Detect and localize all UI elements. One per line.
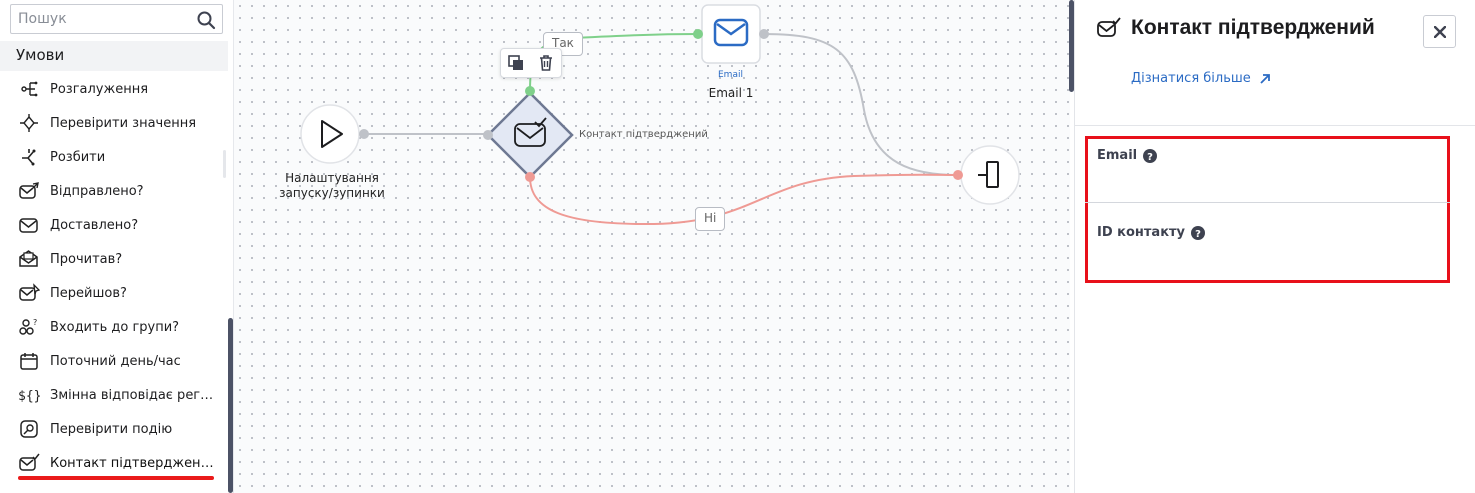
start-out-port[interactable] xyxy=(359,129,369,139)
delivered-icon xyxy=(18,214,40,236)
sidebar-item-check-event[interactable]: Перевірити подію xyxy=(0,412,228,446)
sidebar-item-label: Перевірити значення xyxy=(50,115,197,131)
sidebar-item-contact-confirmed[interactable]: Контакт підтверджений xyxy=(0,446,228,480)
close-button[interactable] xyxy=(1423,15,1456,48)
email-in-port[interactable] xyxy=(693,29,703,39)
sidebar-item-opened[interactable]: Прочитав? xyxy=(0,242,228,276)
check-value-icon xyxy=(18,112,40,134)
sidebar-item-label: Змінна відповідає регу... xyxy=(50,387,215,403)
sidebar-item-label: Розбити xyxy=(50,149,106,165)
workflow-canvas[interactable]: Налаштування запуску/зупинки Контакт під… xyxy=(234,0,1070,493)
sidebar-item-delivered[interactable]: Доставлено? xyxy=(0,208,228,242)
contact-confirmed-icon xyxy=(1097,17,1121,37)
svg-text:?: ? xyxy=(1147,152,1153,163)
sidebar-item-sent[interactable]: Відправлено? xyxy=(0,174,228,208)
learn-more-label: Дізнатися більше xyxy=(1131,71,1251,86)
split-icon xyxy=(18,146,40,168)
email-field[interactable] xyxy=(1097,172,1437,196)
start-node-label-line2: запуску/зупинки xyxy=(279,186,385,200)
condition-node[interactable] xyxy=(486,91,574,179)
email-node-label: Email 1 xyxy=(708,86,754,100)
help-icon[interactable]: ? xyxy=(1191,225,1206,240)
sidebar-item-split[interactable]: Розбити xyxy=(0,140,228,174)
contact-id-field[interactable] xyxy=(1097,250,1437,274)
sent-icon xyxy=(18,180,40,202)
contact-confirmed-icon xyxy=(514,123,546,147)
search-input[interactable] xyxy=(18,9,188,29)
sidebar-item-regex-variable[interactable]: ${} Змінна відповідає регу... xyxy=(0,378,228,412)
contact-id-field-label-text: ID контакту xyxy=(1097,225,1186,240)
event-icon xyxy=(18,418,40,440)
connection-no xyxy=(529,173,959,226)
svg-text:?: ? xyxy=(33,318,37,327)
sidebar-item-check-value[interactable]: Перевірити значення xyxy=(0,106,228,140)
conditions-list: Розгалуження Перевірити значення Розбити… xyxy=(0,72,228,480)
exit-in-port[interactable] xyxy=(953,170,963,180)
highlight-underline xyxy=(18,476,214,480)
sidebar-item-current-datetime[interactable]: Поточний день/час xyxy=(0,344,228,378)
search-box xyxy=(10,4,223,34)
clicked-icon xyxy=(18,282,40,304)
sidebar-scroll-track xyxy=(223,150,226,178)
start-node-label-line1: Налаштування xyxy=(285,171,379,185)
sidebar-item-label: Перейшов? xyxy=(50,285,127,301)
sidebar-scrollbar[interactable] xyxy=(228,318,233,493)
connection-email-exit xyxy=(763,33,959,176)
condition-node-label: Контакт підтверджений xyxy=(579,129,708,140)
external-arrow-icon xyxy=(1260,73,1270,84)
email-field-label: Email ? xyxy=(1097,148,1158,163)
learn-more-link[interactable]: Дізнатися більше xyxy=(1131,71,1271,86)
sidebar-item-clicked[interactable]: Перейшов? xyxy=(0,276,228,310)
calendar-icon xyxy=(18,350,40,372)
connections xyxy=(300,4,1020,226)
canvas-scrollbar[interactable] xyxy=(1069,0,1074,92)
svg-text:?: ? xyxy=(1195,229,1201,240)
sidebar-item-group[interactable]: ? Входить до групи? xyxy=(0,310,228,344)
email-field-label-text: Email xyxy=(1097,148,1138,163)
panel-divider xyxy=(1075,125,1475,126)
sidebar: Умови Розгалуження Перевірити значення Р… xyxy=(0,0,234,493)
sidebar-item-label: Перевірити подію xyxy=(50,421,173,437)
group-icon: ? xyxy=(18,316,40,338)
email-node-caption: Email xyxy=(718,70,743,80)
start-node-label: Налаштування запуску/зупинки xyxy=(272,171,392,201)
sidebar-item-branch[interactable]: Розгалуження xyxy=(0,72,228,106)
regex-variable-icon: ${} xyxy=(18,384,40,406)
condition-in-port[interactable] xyxy=(483,130,493,140)
sidebar-item-label: Відправлено? xyxy=(50,183,144,199)
start-node[interactable] xyxy=(300,104,360,164)
condition-no-port[interactable] xyxy=(525,172,535,182)
section-title-conditions: Умови xyxy=(0,41,228,71)
branch-no-tag: Ні xyxy=(695,207,726,231)
field-divider xyxy=(1085,202,1450,203)
email-out-port[interactable] xyxy=(759,29,769,39)
sidebar-item-label: Поточний день/час xyxy=(50,353,181,369)
play-icon xyxy=(321,120,343,148)
sidebar-item-label: Розгалуження xyxy=(50,81,149,97)
copy-icon[interactable] xyxy=(507,54,525,72)
highlight-box xyxy=(1085,136,1450,283)
node-toolbar xyxy=(500,48,562,78)
sidebar-item-label: Контакт підтверджений xyxy=(50,455,215,471)
sidebar-item-label: Доставлено? xyxy=(50,217,139,233)
contact-id-field-label: ID контакту ? xyxy=(1097,225,1206,240)
contact-confirmed-icon xyxy=(18,452,40,474)
exit-node[interactable] xyxy=(960,145,1020,205)
help-icon[interactable]: ? xyxy=(1143,148,1158,163)
svg-text:${}: ${} xyxy=(18,389,40,404)
search-icon[interactable] xyxy=(196,10,216,30)
panel-title: Контакт підтверджений xyxy=(1131,16,1375,39)
condition-yes-port[interactable] xyxy=(525,86,535,96)
sidebar-item-label: Входить до групи? xyxy=(50,319,180,335)
branch-icon xyxy=(18,78,40,100)
delete-icon[interactable] xyxy=(537,54,555,72)
properties-panel: Контакт підтверджений Дізнатися більше E… xyxy=(1074,0,1475,493)
sidebar-item-label: Прочитав? xyxy=(50,251,123,267)
close-icon xyxy=(1433,25,1446,38)
opened-icon xyxy=(18,248,40,270)
